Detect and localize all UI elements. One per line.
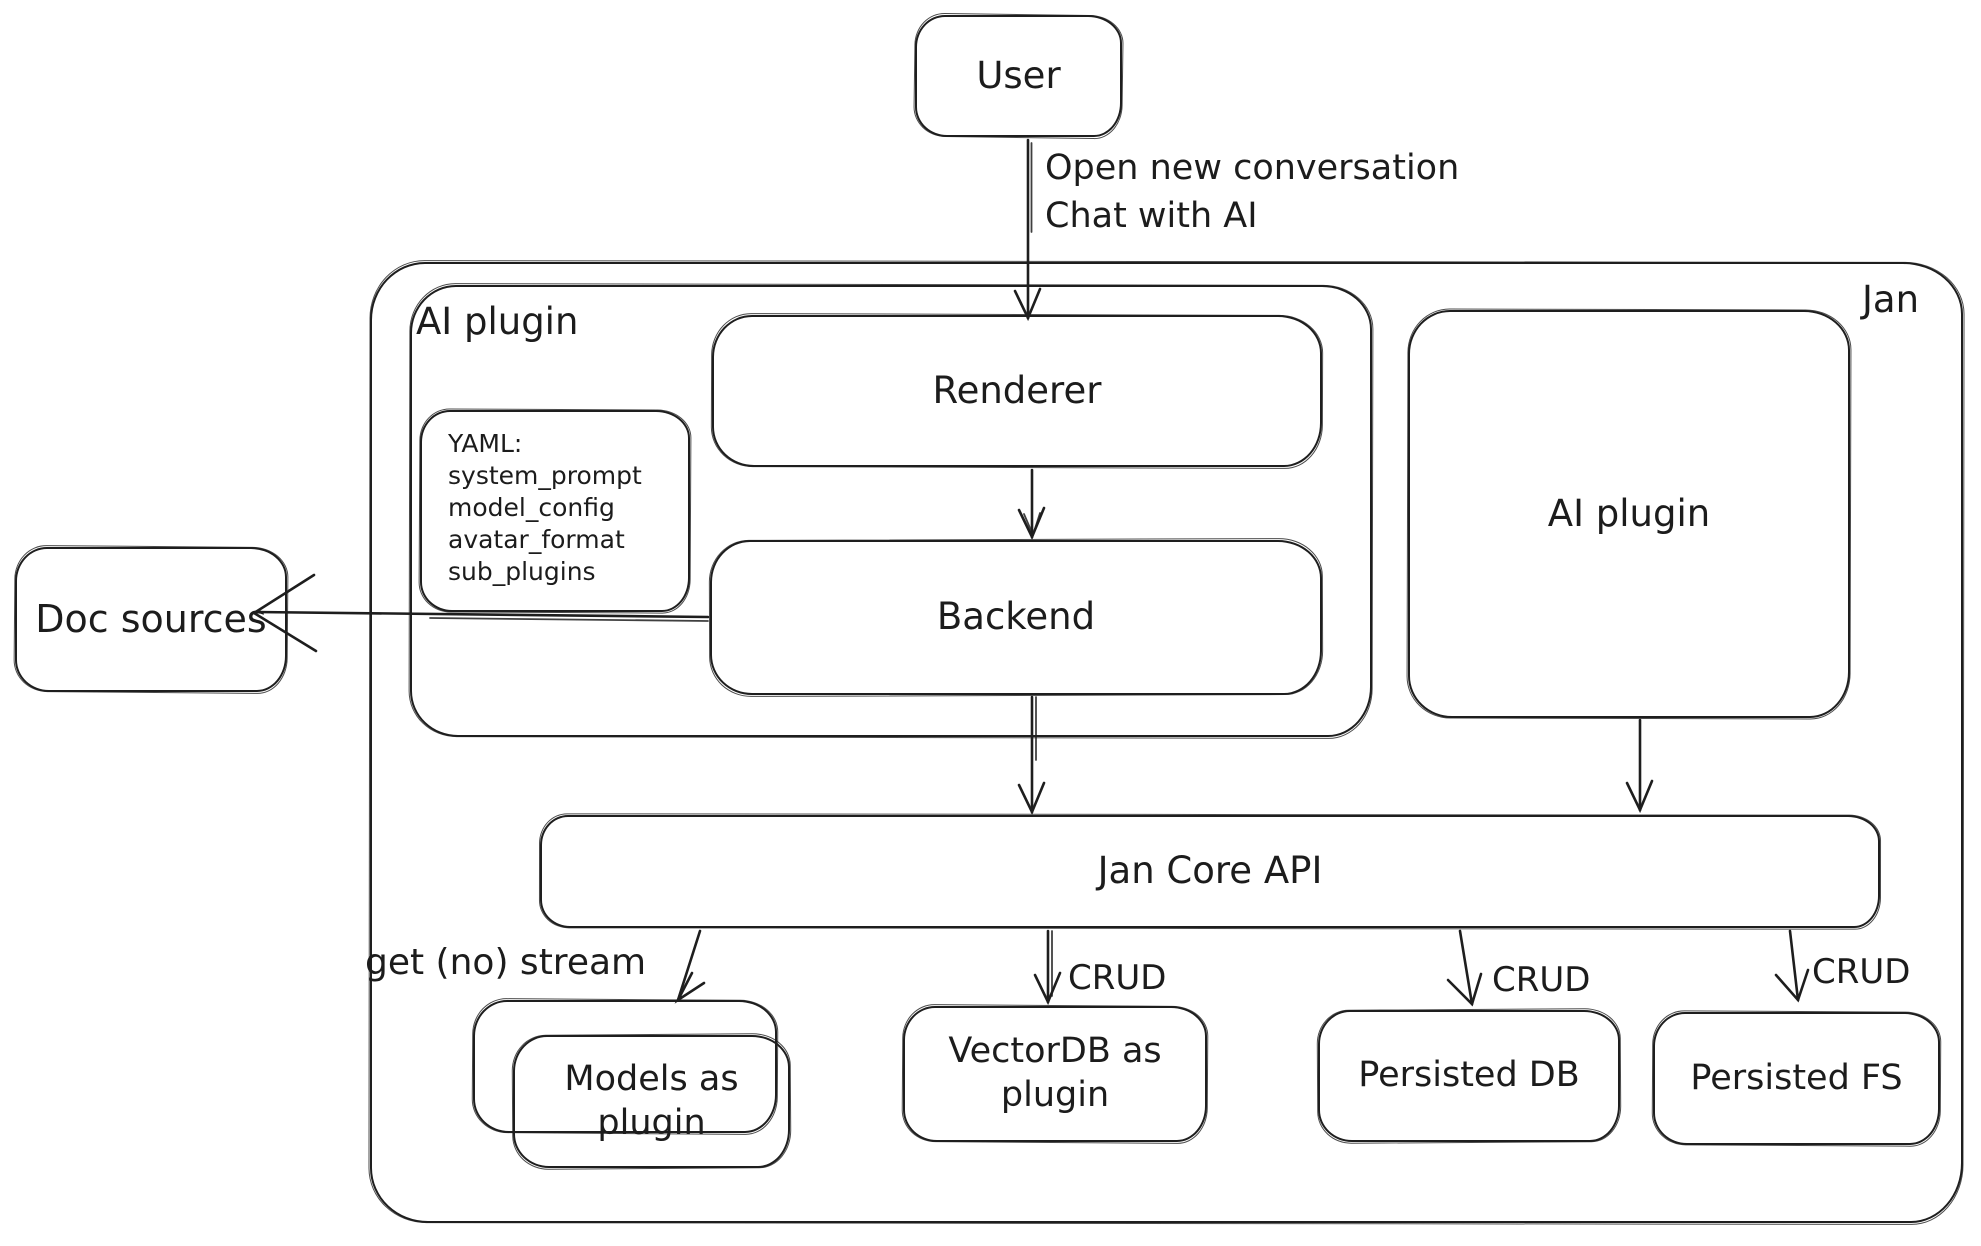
yaml-note-line: avatar_format [448,525,625,554]
jan-container [370,262,1963,1223]
node-renderer: Renderer [712,315,1322,467]
edge-label-get-no-stream: get (no) stream [365,942,647,983]
node-persisted-db: Persisted DB [1318,1010,1620,1142]
node-jan-core-api-label: Jan Core API [1097,849,1323,893]
node-models-as-plugin: Models as plugin [513,1035,790,1168]
ai-plugin-container [410,285,1372,737]
yaml-note-line: sub_plugins [448,557,596,586]
yaml-note: YAML: system_prompt model_config avatar_… [420,410,690,612]
node-renderer-label: Renderer [932,368,1102,412]
yaml-note-text: YAML: system_prompt model_config avatar_… [448,428,642,588]
node-user: User [915,15,1122,137]
node-persisted-db-label: Persisted DB [1358,1055,1580,1096]
node-persisted-fs: Persisted FS [1653,1012,1940,1145]
node-models-as-plugin-label: Models as plugin [564,1058,739,1143]
node-user-label: User [976,53,1061,97]
edge-label-chat-with-ai: Chat with AI [1045,196,1258,236]
yaml-note-line: model_config [448,493,615,522]
edge-label-crud-vectordb: CRUD [1068,958,1167,998]
node-vectordb-as-plugin-label: VectorDB as plugin [948,1031,1162,1115]
jan-container-label: Jan [1862,278,1920,321]
node-jan-core-api: Jan Core API [540,815,1880,928]
edge-label-open-new-conversation: Open new conversation [1045,148,1460,188]
node-doc-sources: Doc sources [15,547,287,692]
ai-plugin-container-label: AI plugin [416,300,579,343]
edge-label-crud-persisted-db: CRUD [1492,960,1591,1000]
node-ai-plugin: AI plugin [1408,310,1850,718]
node-ai-plugin-label: AI plugin [1547,491,1711,535]
node-vectordb-as-plugin: VectorDB as plugin [903,1006,1207,1142]
node-doc-sources-label: Doc sources [35,596,267,641]
edge-label-crud-persisted-fs: CRUD [1812,952,1911,992]
node-persisted-fs-label: Persisted FS [1690,1057,1903,1098]
node-backend-label: Backend [936,595,1096,639]
node-backend: Backend [710,540,1322,695]
yaml-note-title: YAML: [448,429,523,458]
yaml-note-line: system_prompt [448,461,642,490]
